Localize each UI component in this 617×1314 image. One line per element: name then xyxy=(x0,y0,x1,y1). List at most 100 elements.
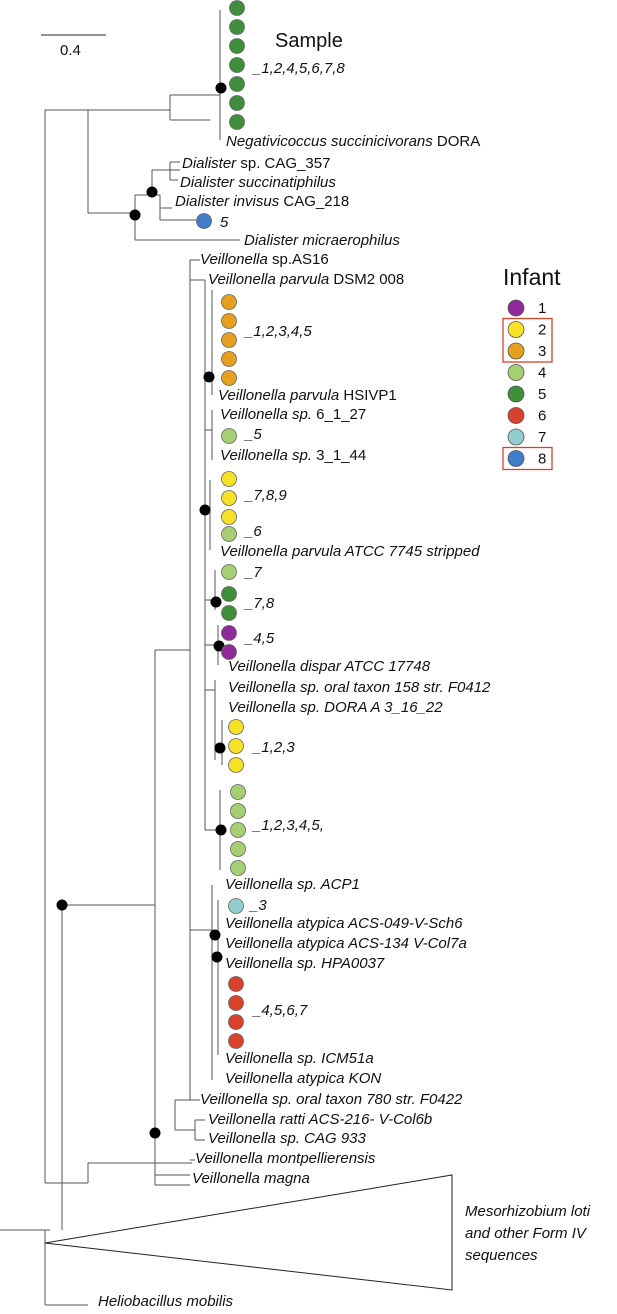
sample-dot-g_dialister5-0 xyxy=(196,213,212,229)
bootstrap-node-11 xyxy=(149,1127,161,1139)
scale-bar-label: 0.4 xyxy=(60,42,81,59)
sample-dot-g_parvula-0 xyxy=(221,294,237,310)
leaf-dialister-invisus: Dialister invisus CAG_218 xyxy=(175,193,349,210)
sample-dot-g_parvula-2 xyxy=(221,332,237,348)
sample-label-12345: _1,2,3,4,5, xyxy=(251,817,324,834)
legend-label-1: 1 xyxy=(538,300,546,317)
leaf-veillonella-as16: Veillonella sp.AS16 xyxy=(200,251,329,268)
bootstrap-node-7 xyxy=(214,742,226,754)
legend-swatch-8 xyxy=(507,450,525,467)
sample-dot-g_top-2 xyxy=(229,38,245,54)
sample-label-3: _3 xyxy=(248,897,267,914)
sample-dot-g_4567-0 xyxy=(228,976,244,992)
tree-nodes xyxy=(56,82,227,1139)
sample-dot-g_parvula-3 xyxy=(221,351,237,367)
leaf-heliobacillus: Heliobacillus mobilis xyxy=(98,1293,234,1310)
leaf-veillonella-dora: Veillonella sp. DORA A 3_16_22 xyxy=(228,699,443,716)
leaf-veillonella-atypica-134: Veillonella atypica ACS-134 V-Col7a xyxy=(225,935,467,952)
leaf-veillonella-magna: Veillonella magna xyxy=(192,1170,310,1187)
sample-dot-g_top-5 xyxy=(229,95,245,111)
leaf-veillonella-parvula-dsm: Veillonella parvula DSM2 008 xyxy=(208,271,404,288)
sample-label-4567: _4,5,6,7 xyxy=(251,1002,308,1019)
sample-dot-g_12345-2 xyxy=(230,822,246,838)
sample-label-78: _7,8 xyxy=(243,595,275,612)
bootstrap-node-8 xyxy=(215,824,227,836)
legend-label-2: 2 xyxy=(538,322,546,339)
sample-dot-g_12345-4 xyxy=(230,860,246,876)
sample-dot-g_45-0 xyxy=(221,625,237,641)
sample-label-7: _7 xyxy=(243,564,262,581)
bootstrap-node-12 xyxy=(56,899,68,911)
sample-dot-g_6-0 xyxy=(221,526,237,542)
legend-label-7: 7 xyxy=(538,429,546,446)
sample-label-789: _7,8,9 xyxy=(243,487,287,504)
sample-label-6: _6 xyxy=(243,523,262,540)
sample-dot-g_12345-1 xyxy=(230,803,246,819)
sample-dot-g_top-3 xyxy=(229,57,245,73)
bootstrap-node-1 xyxy=(146,186,158,198)
sample-dot-g_7-0 xyxy=(221,564,237,580)
legend-label-4: 4 xyxy=(538,365,546,382)
legend-swatch-2 xyxy=(507,321,525,338)
sample-dot-g_parvula-4 xyxy=(221,370,237,386)
sample-label-top: _1,2,4,5,6,7,8 xyxy=(251,60,345,77)
leaf-veillonella-atypica-kon: Veillonella atypica KON xyxy=(225,1070,381,1087)
leaf-veillonella-3-1-44: Veillonella sp. 3_1_44 xyxy=(220,447,366,464)
leaf-veillonella-icm51a: Veillonella sp. ICM51a xyxy=(225,1050,374,1067)
leaf-veillonella-6-1-27: Veillonella sp. 6_1_27 xyxy=(220,406,366,423)
sample-dot-g_123-2 xyxy=(228,757,244,773)
leaf-mesorhizobium-line1: Mesorhizobium loti xyxy=(465,1203,591,1220)
bootstrap-node-0 xyxy=(215,82,227,94)
bootstrap-node-6 xyxy=(213,640,225,652)
tree-branches xyxy=(0,10,453,1306)
sample-label-123: _1,2,3 xyxy=(251,739,295,756)
leaf-veillonella-ratti: Veillonella ratti ACS-216- V-Col6b xyxy=(208,1111,432,1128)
legend-label-6: 6 xyxy=(538,408,546,425)
legend-swatch-4 xyxy=(507,364,525,381)
sample-dot-g_12345-3 xyxy=(230,841,246,857)
sample-dot-g_789-2 xyxy=(221,509,237,525)
leaf-veillonella-parvula-atcc: Veillonella parvula ATCC 7745 stripped xyxy=(220,543,480,560)
sample-dot-g_123-0 xyxy=(228,719,244,735)
leaf-veillonella-oral158: Veillonella sp. oral taxon 158 str. F041… xyxy=(228,679,491,696)
leaf-mesorhizobium-line3: sequences xyxy=(465,1247,538,1264)
legend-swatch-1 xyxy=(507,299,525,317)
leaf-negativicoccus: Negativicoccus succinicivorans DORA xyxy=(226,133,480,150)
sample-dot-g_5-0 xyxy=(221,428,237,444)
bootstrap-node-9 xyxy=(209,929,221,941)
legend-swatch-7 xyxy=(507,428,525,446)
bootstrap-node-10 xyxy=(211,951,223,963)
bootstrap-node-2 xyxy=(129,209,141,221)
sample-header: Sample xyxy=(275,30,343,52)
sample-dot-g_top-0 xyxy=(229,0,245,16)
sample-label-5: _5 xyxy=(243,426,262,443)
legend-highlight-box-1 xyxy=(502,446,553,471)
sample-dot-g_123-1 xyxy=(228,738,244,754)
leaf-veillonella-oral780: Veillonella sp. oral taxon 780 str. F042… xyxy=(200,1091,463,1108)
sample-dot-g_top-4 xyxy=(229,76,245,92)
sample-dot-g_789-1 xyxy=(221,490,237,506)
sample-dot-g_3-0 xyxy=(228,898,244,914)
leaf-mesorhizobium-line2: and other Form IV xyxy=(465,1225,588,1242)
sample-dot-g_top-6 xyxy=(229,114,245,130)
sample-label-parvula: _1,2,3,4,5 xyxy=(243,323,312,340)
legend-label-8: 8 xyxy=(538,451,546,468)
legend-highlight-box-0 xyxy=(502,317,553,363)
sample-dot-g_12345-0 xyxy=(230,784,246,800)
leaf-dialister-succinatiphilus: Dialister succinatiphilus xyxy=(180,174,336,191)
sample-dot-g_789-0 xyxy=(221,471,237,487)
sample-dot-g_top-1 xyxy=(229,19,245,35)
bootstrap-node-5 xyxy=(210,596,222,608)
scale-bar: 0.4 xyxy=(41,34,106,59)
legend-swatch-3 xyxy=(507,342,525,360)
bootstrap-node-4 xyxy=(199,504,211,516)
sample-dot-g_78-1 xyxy=(221,605,237,621)
sample-dot-g_4567-2 xyxy=(228,1014,244,1030)
leaf-veillonella-dispar: Veillonella dispar ATCC 17748 xyxy=(228,658,431,675)
sample-label-dialister-5: 5 xyxy=(220,214,229,231)
legend-swatch-5 xyxy=(507,385,525,403)
leaf-veillonella-parvula-hsivp1: Veillonella parvula HSIVP1 xyxy=(218,387,397,404)
sample-dots xyxy=(196,0,246,1049)
